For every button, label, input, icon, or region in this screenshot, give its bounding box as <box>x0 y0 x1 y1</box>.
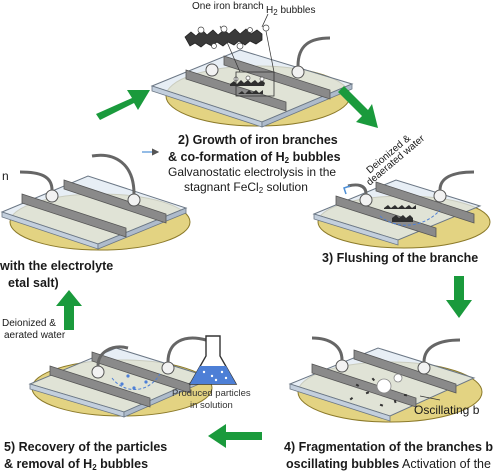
step1-title-line1: with the electrolyte <box>0 259 114 273</box>
arrow-4-to-5 <box>208 424 262 448</box>
oscillating-label: Oscillating b <box>414 403 480 417</box>
step4-title-line2: oscillating bubbles Activation of the <box>286 457 491 471</box>
flask-icon <box>188 335 238 385</box>
label-one-iron-branch: One iron branch <box>192 1 264 12</box>
step2-title-line2: & co-formation of H2 bubbles <box>168 150 341 165</box>
arrow-5-to-1 <box>56 290 82 330</box>
cell-step5 <box>28 335 238 418</box>
step5-water-label-line1: Deionized & <box>2 318 56 329</box>
step2-desc-line1: Galvanostatic electrolysis in the <box>168 165 337 179</box>
cell-step3 <box>312 170 491 249</box>
arrow-3-to-4 <box>446 276 472 318</box>
step1-fragment: n <box>2 169 9 183</box>
step5-title-line1: 5) Recovery of the particles <box>4 440 168 454</box>
step1-title-line2: etal salt) <box>8 276 59 290</box>
cell-step4 <box>288 336 483 423</box>
step2-title-line1: 2) Growth of iron branches <box>178 133 338 147</box>
flask-label-line1: Produced particles <box>172 388 251 399</box>
step2-desc-line2: stagnant FeCl2 solution <box>184 180 308 195</box>
iron-branches <box>230 80 265 94</box>
process-arrows <box>56 86 472 448</box>
flask-label-line2: in solution <box>190 400 233 411</box>
step5-water-label-line2: aerated water <box>4 330 66 341</box>
arrow-2-to-3 <box>338 86 378 128</box>
cell-step1 <box>0 148 191 251</box>
process-diagram <box>0 13 491 448</box>
arrow-1-to-2 <box>96 90 150 120</box>
cell-step2 <box>150 13 354 128</box>
label-h2-bubbles: H2 bubbles <box>266 5 316 17</box>
step5-title-line2: & removal of H2 bubbles <box>4 457 149 472</box>
step3-title: 3) Flushing of the branche <box>322 251 479 265</box>
iron-branch-zoom <box>184 24 270 50</box>
step4-title-line1: 4) Fragmentation of the branches b <box>284 440 493 454</box>
